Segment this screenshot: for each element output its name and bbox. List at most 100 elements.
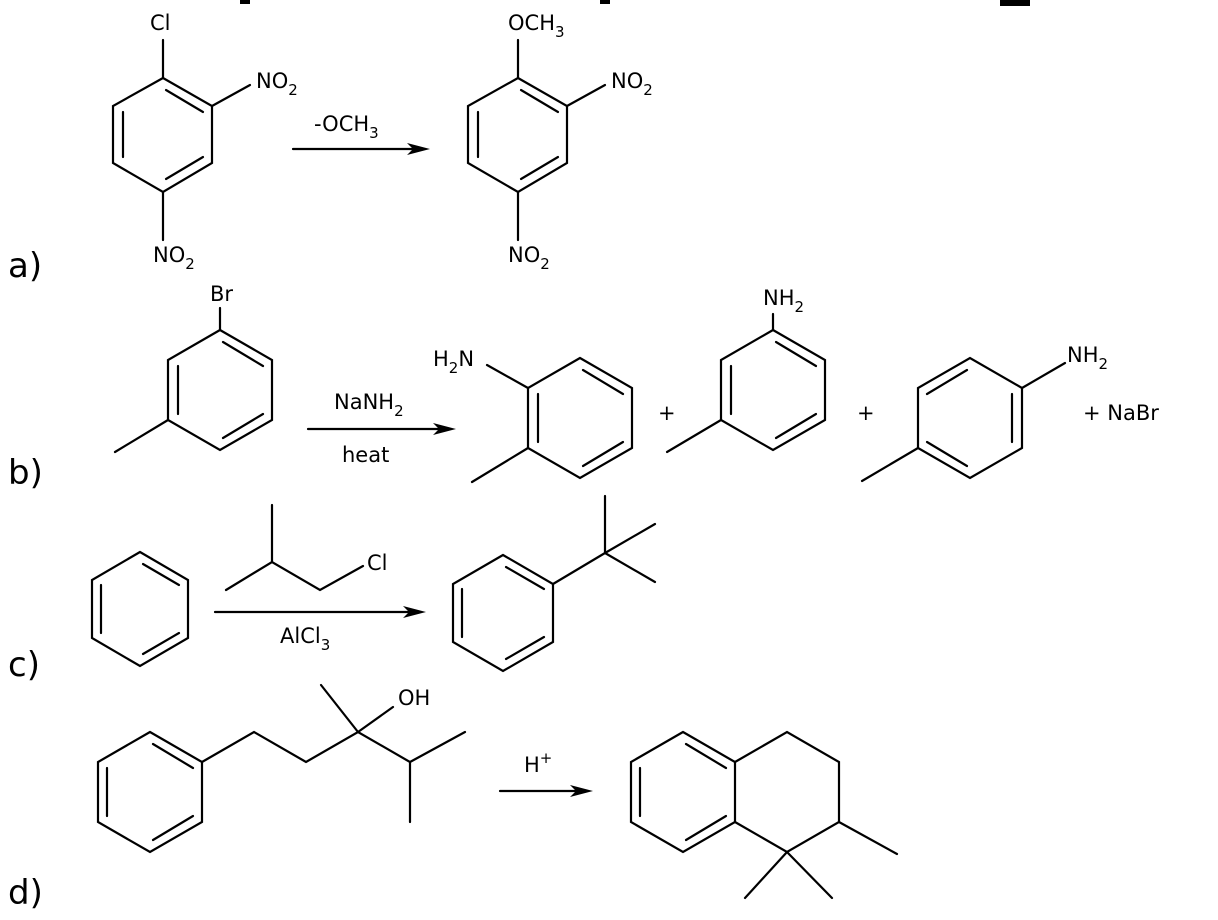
cropped-text-fragment xyxy=(1000,0,1030,6)
benzene-ring xyxy=(466,76,569,194)
bond-to-tert-butyl xyxy=(551,551,607,586)
aromatic-double-bond xyxy=(774,340,818,368)
aromatic-double-bond xyxy=(151,814,195,842)
bond-to-hydroxyl xyxy=(356,705,395,734)
reaction-label-b: b) xyxy=(8,453,43,493)
product-c-tert-butylbenzene xyxy=(451,494,657,673)
methyl-bond xyxy=(408,730,467,764)
reagent-aluminum-chloride: AlCl3 xyxy=(280,624,330,654)
atom-amine: NH2 xyxy=(1067,343,1108,373)
bond-to-amine xyxy=(1020,361,1067,390)
carbon-chain xyxy=(200,730,412,824)
carbon-chain xyxy=(224,560,365,592)
reactant-c-benzene xyxy=(90,550,190,668)
product-b-para-toluidine: NH2 xyxy=(860,343,1108,483)
benzene-ring xyxy=(719,328,827,452)
benzene-ring xyxy=(629,730,737,854)
aromatic-double-bond xyxy=(221,340,265,368)
arrowhead xyxy=(403,606,426,618)
bond-to-amine xyxy=(485,363,530,390)
benzene-ring xyxy=(96,730,204,854)
benzene-ring xyxy=(111,76,214,194)
product-d-tetralin xyxy=(629,730,899,900)
reaction-label-c: c) xyxy=(8,645,40,685)
arrowhead xyxy=(433,423,456,435)
reaction-arrow-d: H+ xyxy=(498,749,593,797)
bond-to-nitro-ortho xyxy=(565,83,607,108)
aromatic-double-bond xyxy=(164,88,205,114)
reactant-b-bromotoluene: Br xyxy=(113,282,274,454)
methyl-bond xyxy=(743,850,789,900)
atom-chlorine: Cl xyxy=(150,11,171,35)
reaction-arrow-c: AlCl3 xyxy=(213,606,426,654)
aromatic-double-bond xyxy=(141,631,181,656)
benzene-ring xyxy=(451,553,555,673)
atom-nitro-para: NO2 xyxy=(508,243,550,273)
atom-bromine: Br xyxy=(210,282,233,306)
arrowhead xyxy=(407,143,430,155)
reagent-heat: heat xyxy=(342,443,389,467)
atom-amine: NH2 xyxy=(763,286,804,316)
methyl-bond xyxy=(319,683,360,734)
benzene-ring xyxy=(526,356,634,480)
benzene-ring xyxy=(916,356,1024,480)
methyl-bond xyxy=(603,522,657,555)
bond-to-nitro-ortho xyxy=(210,83,252,108)
reaction-b: b) Br NaNH2 heat H2N + xyxy=(8,282,1159,493)
reagent-isobutyl-chloride: Cl xyxy=(224,503,388,592)
aromatic-double-bond xyxy=(504,565,546,591)
reaction-a: a) Cl NO2 NO2 -OCH3 xyxy=(8,11,653,286)
methyl-bond xyxy=(665,418,723,454)
benzene-ring xyxy=(90,550,190,668)
reaction-arrow-b: NaNH2 heat xyxy=(306,390,456,467)
arrowhead xyxy=(570,785,593,797)
cropped-heading-fragments xyxy=(240,0,1030,6)
aromatic-double-bond xyxy=(164,155,205,181)
aromatic-double-bond xyxy=(581,368,625,396)
reagent-sodium-amide: NaNH2 xyxy=(334,390,404,420)
cropped-text-fragment xyxy=(600,0,610,4)
atom-nitro-ortho: NO2 xyxy=(256,69,298,99)
reaction-label-a: a) xyxy=(8,246,42,286)
atom-nitro-para: NO2 xyxy=(153,243,195,273)
aromatic-double-bond xyxy=(151,742,195,770)
reactant-d-tertiary-alcohol: OH xyxy=(96,683,467,854)
saturated-ring xyxy=(733,730,841,854)
methyl-bond xyxy=(113,418,170,454)
reaction-d: d) OH H+ xyxy=(8,683,899,913)
methyl-bond xyxy=(837,820,899,856)
plus-sign: + xyxy=(658,401,676,425)
product-b-meta-toluidine: NH2 xyxy=(665,286,827,454)
cropped-text-fragment xyxy=(240,0,250,4)
methyl-bond xyxy=(860,446,920,483)
reaction-c: c) Cl AlCl3 xyxy=(8,494,657,685)
plus-sign: + xyxy=(857,401,875,425)
aromatic-double-bond xyxy=(519,155,560,181)
atom-amine: H2N xyxy=(433,347,474,377)
atom-chlorine: Cl xyxy=(367,551,388,575)
reactant-a-dinitrochlorobenzene: Cl NO2 NO2 xyxy=(111,11,298,273)
aromatic-double-bond xyxy=(519,88,560,114)
reaction-label-d: d) xyxy=(8,873,43,913)
reagent-acid: H+ xyxy=(524,749,552,777)
product-a-dinitroanisole: OCH3 NO2 NO2 xyxy=(466,11,653,273)
reagent-methoxide: -OCH3 xyxy=(314,112,379,142)
atom-methoxy: OCH3 xyxy=(508,11,565,41)
aromatic-double-bond xyxy=(925,440,969,468)
benzene-ring xyxy=(166,328,274,452)
product-b-ortho-toluidine: H2N xyxy=(433,347,634,484)
aromatic-double-bond xyxy=(221,412,265,440)
aromatic-double-bond xyxy=(684,814,728,842)
methyl-bond xyxy=(603,551,657,584)
atom-hydroxyl: OH xyxy=(398,686,430,710)
aromatic-double-bond xyxy=(684,742,728,770)
methyl-bond xyxy=(470,446,530,484)
atom-nitro-ortho: NO2 xyxy=(611,69,653,99)
byproduct-sodium-bromide: + NaBr xyxy=(1083,401,1159,425)
aromatic-double-bond xyxy=(504,635,546,661)
aromatic-double-bond xyxy=(581,440,625,468)
aromatic-double-bond xyxy=(925,368,969,396)
aromatic-double-bond xyxy=(141,562,181,587)
methyl-bond xyxy=(785,850,834,900)
